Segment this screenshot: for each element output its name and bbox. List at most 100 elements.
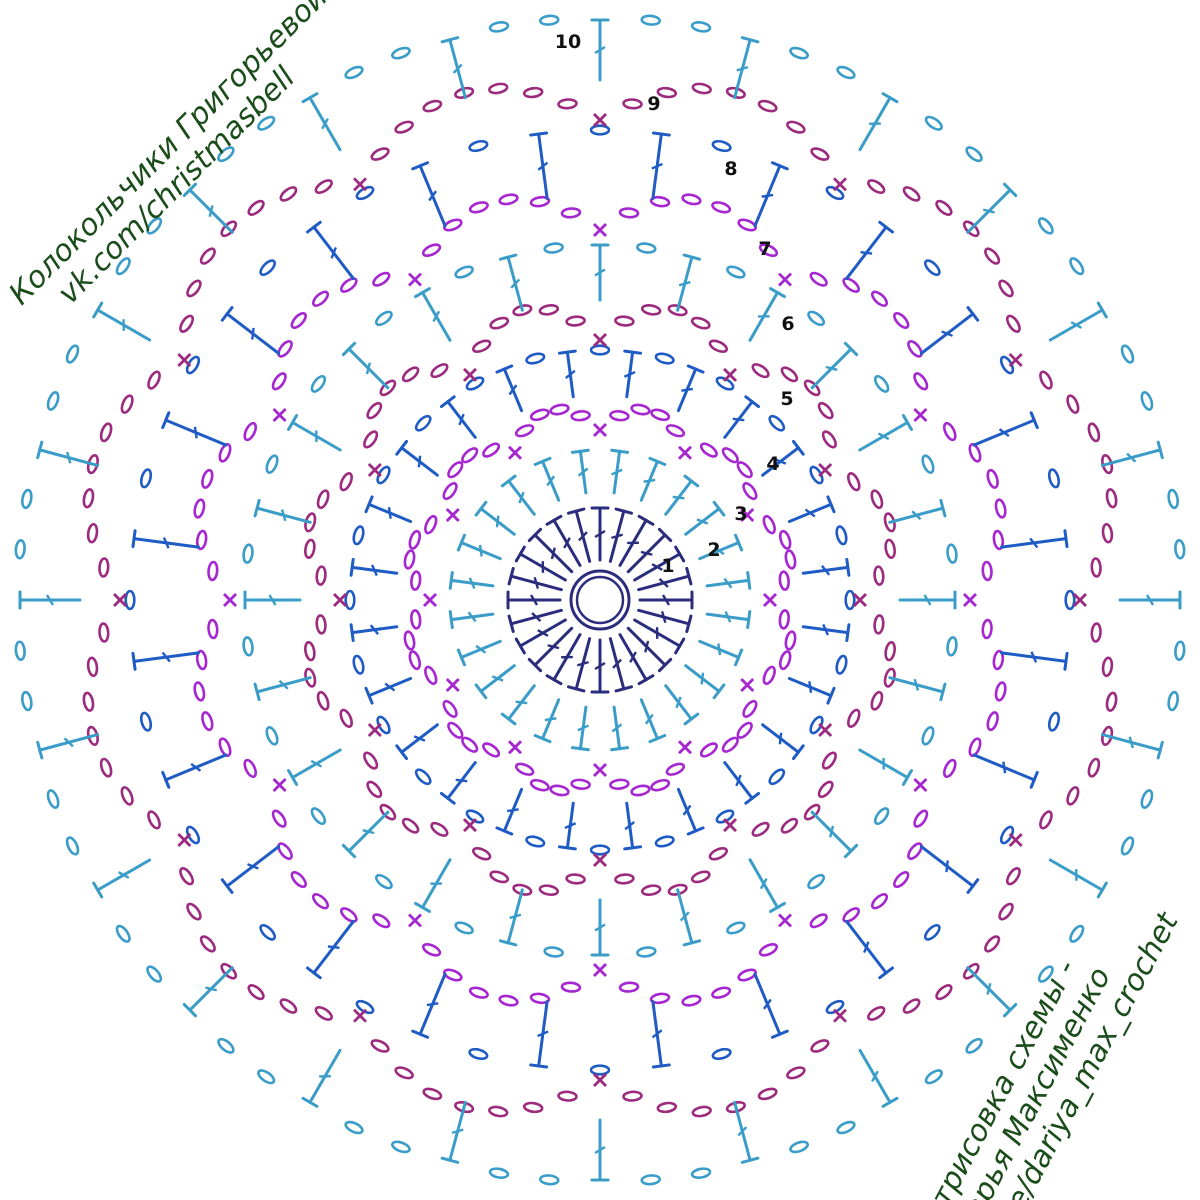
- single-crochet-stitch: [740, 678, 755, 692]
- chain-stitch: [403, 630, 416, 651]
- double-crochet-stitch: [761, 723, 805, 761]
- chain-stitch: [589, 124, 611, 136]
- chain-stitch: [847, 708, 861, 728]
- chain-stitch: [271, 372, 287, 391]
- double-crochet-stitch: [456, 639, 502, 667]
- chain-stitch: [726, 921, 746, 935]
- chain-stitch: [316, 489, 330, 510]
- double-crochet-stitch: [529, 131, 549, 200]
- double-crochet-stitch: [341, 810, 390, 859]
- chain-stitch: [699, 442, 718, 458]
- chain-stitch: [981, 618, 993, 640]
- double-crochet-stitch: [705, 570, 752, 590]
- chain-stitch: [514, 424, 535, 438]
- chain-stitch: [691, 1105, 712, 1118]
- chain-stitch: [1167, 690, 1179, 712]
- single-crochet-stitch: [223, 593, 237, 607]
- chain-stitch: [1105, 691, 1118, 712]
- double-crochet-stitch: [131, 651, 200, 671]
- double-crochet-stitch: [919, 845, 980, 894]
- single-crochet-stitch: [818, 463, 833, 477]
- chain-stitch: [82, 488, 95, 509]
- chain-stitch: [565, 315, 586, 327]
- chain-stitch: [99, 757, 113, 778]
- chain-stitch: [715, 376, 735, 391]
- chain-stitch: [780, 817, 799, 834]
- chain-stitch: [873, 565, 885, 586]
- row-number-label: 4: [766, 453, 779, 475]
- chain-stitch: [873, 614, 885, 635]
- chain-stitch: [842, 907, 860, 923]
- chain-stitch: [468, 139, 489, 153]
- single-crochet-stitch: [445, 508, 460, 522]
- chain-stitch: [1066, 786, 1080, 806]
- chain-stitch: [538, 884, 560, 896]
- single-crochet-stitch: [593, 1073, 607, 1087]
- chain-stitch: [1087, 757, 1101, 778]
- magic-ring: [569, 569, 631, 631]
- double-crochet-stitch: [684, 500, 726, 536]
- chain-stitch: [1101, 522, 1114, 544]
- double-crochet-stitch: [626, 527, 673, 574]
- chain-stitch: [1090, 557, 1102, 578]
- single-crochet-stitch: [763, 593, 777, 607]
- chain-stitch: [370, 147, 390, 161]
- chain-stitch: [529, 195, 551, 208]
- double-crochet-stitch: [723, 761, 761, 805]
- single-crochet-stitch: [272, 778, 287, 792]
- chain-stitch: [522, 86, 544, 99]
- double-crochet-stitch: [676, 787, 705, 836]
- chain-stitch: [498, 994, 519, 1007]
- single-crochet-stitch: [963, 593, 977, 607]
- double-crochet-stitch: [287, 748, 342, 786]
- chain-stitch: [570, 778, 591, 790]
- double-crochet-stitch: [590, 506, 610, 562]
- chain-stitch: [630, 403, 651, 416]
- chain-stitch: [179, 314, 195, 333]
- chain-stitch: [650, 778, 671, 792]
- chain-stitch: [1087, 422, 1101, 443]
- chain-stitch: [14, 539, 26, 560]
- double-crochet-stitch: [92, 858, 152, 899]
- chain-stitch: [810, 1039, 830, 1053]
- chain-stitch: [46, 391, 60, 411]
- chain-stitch: [217, 146, 235, 163]
- single-crochet-stitch: [367, 723, 382, 737]
- double-crochet-stitch: [639, 698, 667, 744]
- double-crochet-stitch: [664, 684, 700, 726]
- single-crochet-stitch: [593, 963, 607, 977]
- chain-stitch: [394, 1066, 414, 1080]
- chain-stitch: [414, 768, 432, 786]
- double-crochet-stitch: [18, 590, 82, 610]
- chain-stitch: [340, 277, 358, 293]
- chain-stitch: [665, 762, 686, 776]
- single-crochet-stitch: [833, 1008, 847, 1023]
- double-crochet-stitch: [858, 1048, 899, 1108]
- double-crochet-stitch: [801, 557, 851, 577]
- chain-stitch: [529, 408, 550, 422]
- double-crochet-stitch: [182, 966, 234, 1018]
- chain-stitch: [870, 489, 884, 510]
- chain-stitch: [447, 721, 464, 739]
- chain-stitch: [1037, 217, 1054, 235]
- chain-stitch: [622, 98, 643, 110]
- chain-stitch: [867, 179, 886, 195]
- chain-stitch: [810, 147, 830, 161]
- chain-stitch: [817, 780, 834, 799]
- double-crochet-stitch: [474, 500, 516, 536]
- single-crochet-stitch: [778, 913, 792, 928]
- chain-stitch: [304, 640, 316, 662]
- chain-stitch: [522, 1101, 544, 1114]
- chain-stitch: [257, 1069, 276, 1085]
- double-crochet-stitch: [858, 748, 913, 786]
- chain-stitch: [690, 21, 712, 33]
- chain-stitch: [921, 726, 935, 746]
- chain-stitch: [778, 650, 792, 671]
- single-crochet-stitch: [593, 853, 607, 867]
- chain-stitch: [708, 339, 728, 353]
- chain-stitch: [304, 538, 316, 560]
- chain-stitch: [1140, 789, 1154, 809]
- chain-stitch: [1069, 257, 1085, 276]
- chain-stitch: [726, 265, 746, 279]
- chain-stitch: [195, 529, 208, 551]
